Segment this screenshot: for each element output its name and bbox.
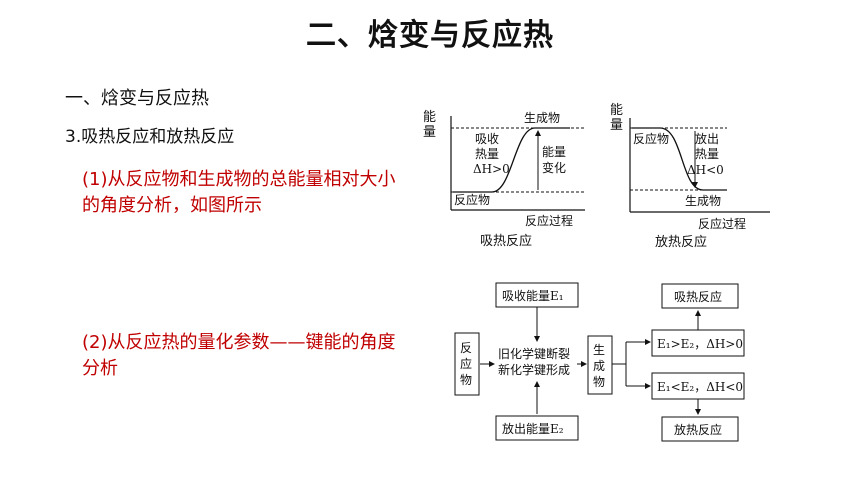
cond-endo-label: E₁>E₂，ΔH>0 — [657, 337, 743, 351]
exo-top-label: 反应物 — [633, 131, 669, 146]
exo-release-line2: 热量 — [695, 147, 719, 161]
exo-energy-curve — [632, 127, 727, 191]
endo-caption: 吸热反应 — [480, 233, 532, 249]
point-1-text: (1)从反应物和生成物的总能量相对大小的角度分析，如图所示 — [82, 169, 396, 216]
endo-energy-curve — [453, 127, 570, 193]
exo-x-label: 反应过程 — [698, 216, 746, 231]
result-endo-box — [661, 283, 739, 309]
result-exo-label: 放热反应 — [674, 422, 722, 437]
branch-lines — [612, 342, 627, 386]
endo-absorb-line1: 吸收 — [475, 132, 499, 146]
endo-change-line1: 能量 — [542, 145, 566, 159]
product-char-3: 物 — [593, 375, 605, 389]
slide-title: 二、焓变与反应热 — [306, 18, 554, 53]
result-exo-box — [661, 416, 739, 442]
endo-y-label-2: 量 — [423, 125, 436, 140]
absorb-energy-label: 吸收能量E₁ — [502, 289, 564, 303]
reactant-char-1: 反 — [460, 341, 472, 355]
endo-change-line2: 变化 — [542, 160, 566, 175]
product-box — [587, 335, 613, 395]
reactant-box — [454, 332, 480, 396]
release-energy-label: 放出能量E₂ — [502, 421, 564, 436]
product-char-1: 生 — [593, 343, 605, 357]
product-char-2: 成 — [593, 359, 605, 373]
bond-form-label: 新化学键形成 — [498, 362, 570, 377]
release-energy-box — [495, 415, 579, 441]
exo-caption: 放热反应 — [655, 234, 707, 250]
bond-energy-flowchart: 反 应 物 吸收能量E₁ 旧化学键断裂 新化学键形成 放出能量E₂ 生 成 物 … — [454, 282, 745, 442]
exo-release-line1: 放出 — [695, 131, 719, 146]
item-heading: 3.吸热反应和放热反应 — [65, 127, 235, 147]
exo-bottom-label: 生成物 — [685, 194, 721, 208]
cond-exo-label: E₁<E₂，ΔH<0 — [657, 380, 743, 394]
endo-top-label: 生成物 — [524, 111, 560, 125]
reactant-char-3: 物 — [460, 373, 472, 387]
endo-bottom-label: 反应物 — [454, 192, 490, 207]
reactant-char-2: 应 — [460, 356, 472, 371]
endo-absorb-line3: ΔH>0 — [473, 162, 510, 176]
exo-release-line3: ΔH<0 — [687, 163, 724, 177]
exothermic-diagram: 能 量 反应物 生成物 放出 热量 ΔH<0 反应过程 放热反应 — [610, 103, 770, 250]
endo-y-label-1: 能 — [423, 110, 436, 125]
exo-y-label-2: 量 — [610, 118, 623, 133]
endothermic-diagram: 能 量 生成物 反应物 吸收 热量 ΔH>0 能量 变化 反应过程 吸热反应 — [423, 110, 585, 249]
endo-x-label: 反应过程 — [525, 213, 573, 228]
endo-absorb-line2: 热量 — [475, 147, 499, 161]
exo-y-label-1: 能 — [610, 103, 623, 118]
point-2-text: (2)从反应热的量化参数——键能的角度分析 — [82, 332, 396, 379]
result-endo-label: 吸热反应 — [674, 289, 722, 304]
section-heading: 一、焓变与反应热 — [65, 88, 209, 109]
bond-break-label: 旧化学键断裂 — [498, 346, 570, 361]
